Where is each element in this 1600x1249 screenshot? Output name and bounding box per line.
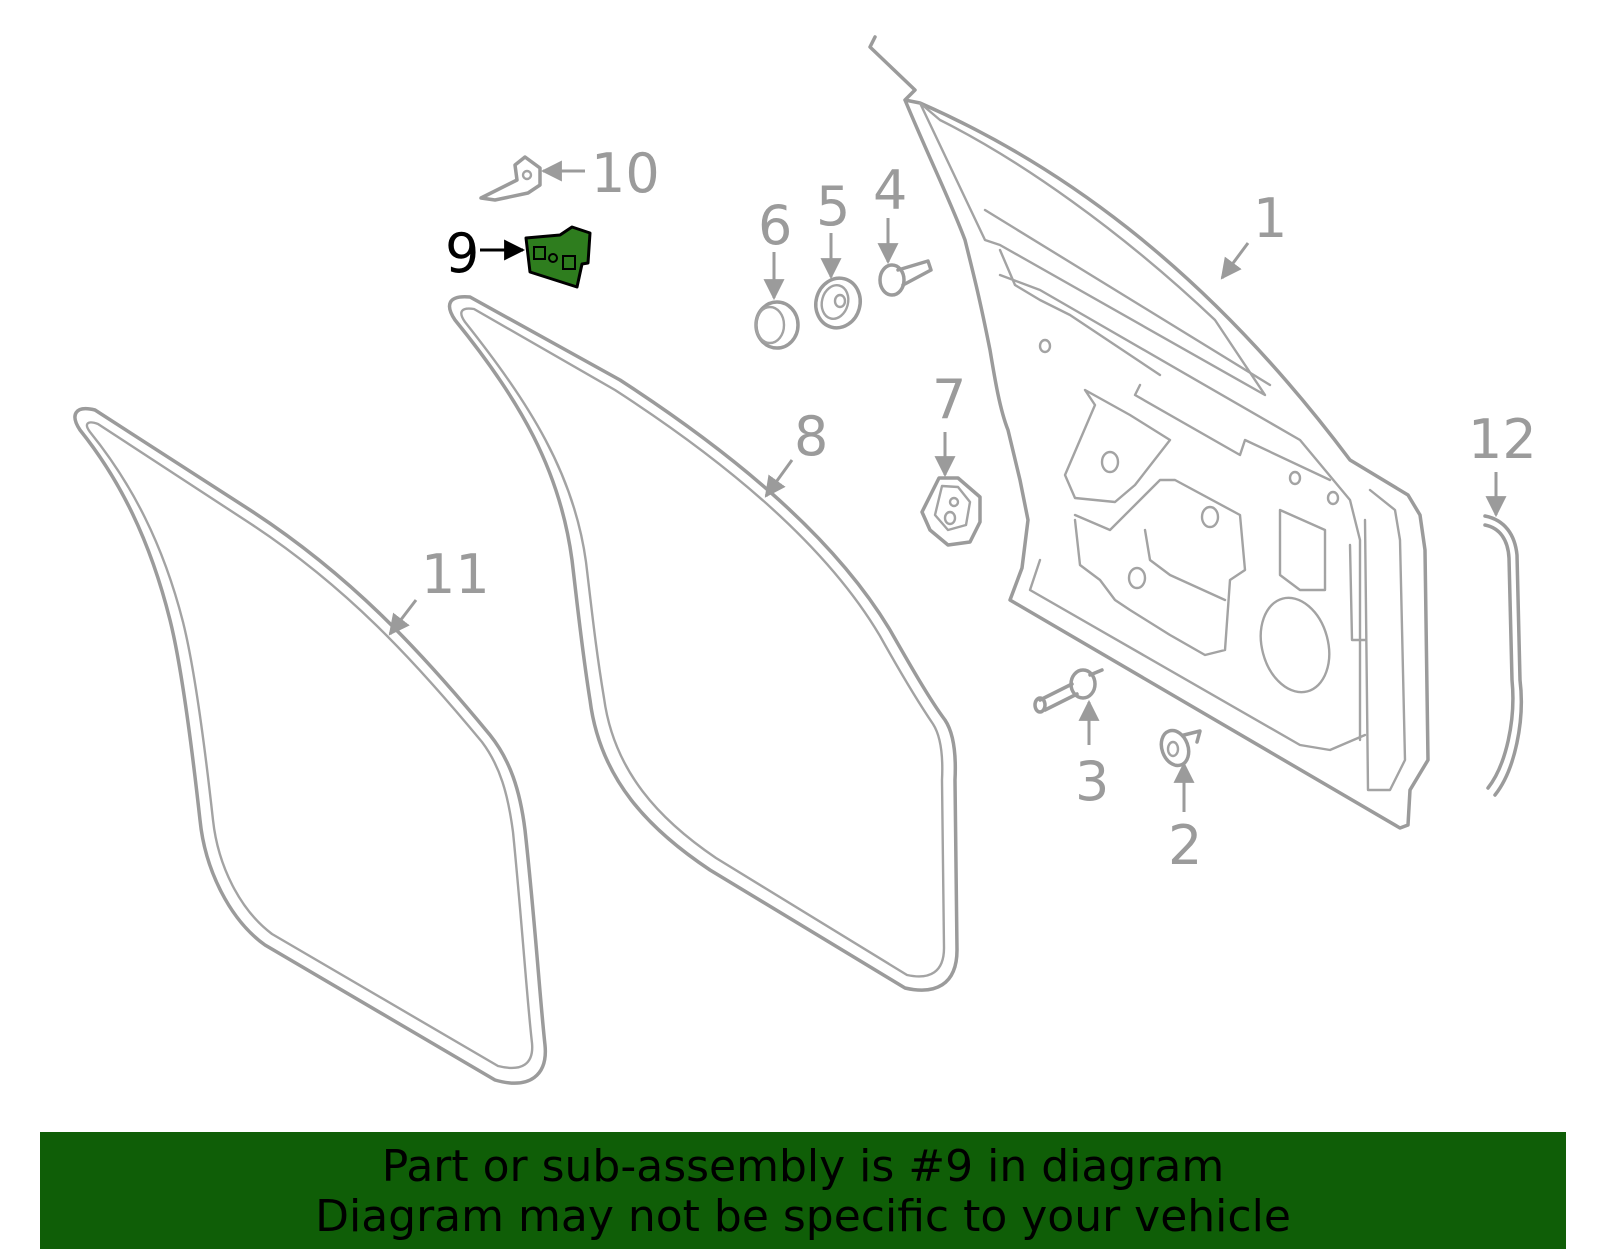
part-8-weatherstrip bbox=[447, 295, 959, 992]
part-6-plug bbox=[754, 300, 800, 350]
callout-12: 12 bbox=[1468, 408, 1537, 471]
part-2-clip bbox=[1159, 728, 1202, 768]
callout-2: 2 bbox=[1168, 814, 1202, 877]
part-1-door-shell bbox=[868, 35, 1430, 830]
parts-diagram: 1 2 3 4 5 6 7 8 9 10 11 12 bbox=[73, 35, 1537, 1085]
callout-3: 3 bbox=[1075, 750, 1109, 813]
part-5-grommet bbox=[814, 276, 862, 330]
arrow-8 bbox=[764, 459, 794, 498]
part-4-bolt bbox=[878, 259, 933, 297]
banner-line-1: Part or sub-assembly is #9 in diagram bbox=[381, 1141, 1225, 1192]
callout-7: 7 bbox=[932, 368, 966, 431]
callout-1: 1 bbox=[1253, 187, 1287, 250]
callout-11: 11 bbox=[421, 543, 490, 606]
banner-line-2: Diagram may not be specific to your vehi… bbox=[315, 1191, 1291, 1242]
callout-9: 9 bbox=[445, 222, 479, 285]
part-10-clip bbox=[479, 155, 542, 202]
part-7-pad bbox=[920, 476, 982, 547]
callout-4: 4 bbox=[873, 159, 907, 222]
callout-10: 10 bbox=[591, 142, 660, 205]
arrow-1 bbox=[1220, 242, 1250, 280]
info-banner: Part or sub-assembly is #9 in diagram Di… bbox=[40, 1132, 1566, 1249]
arrow-11 bbox=[388, 599, 418, 636]
callout-6: 6 bbox=[758, 194, 792, 257]
part-11-weatherstrip bbox=[73, 407, 548, 1085]
part-3-pin bbox=[1033, 668, 1104, 714]
callout-5: 5 bbox=[816, 175, 850, 238]
part-12-edge-guard bbox=[1483, 514, 1524, 797]
callout-8: 8 bbox=[794, 405, 828, 468]
part-9-bracket-highlighted bbox=[524, 225, 592, 289]
